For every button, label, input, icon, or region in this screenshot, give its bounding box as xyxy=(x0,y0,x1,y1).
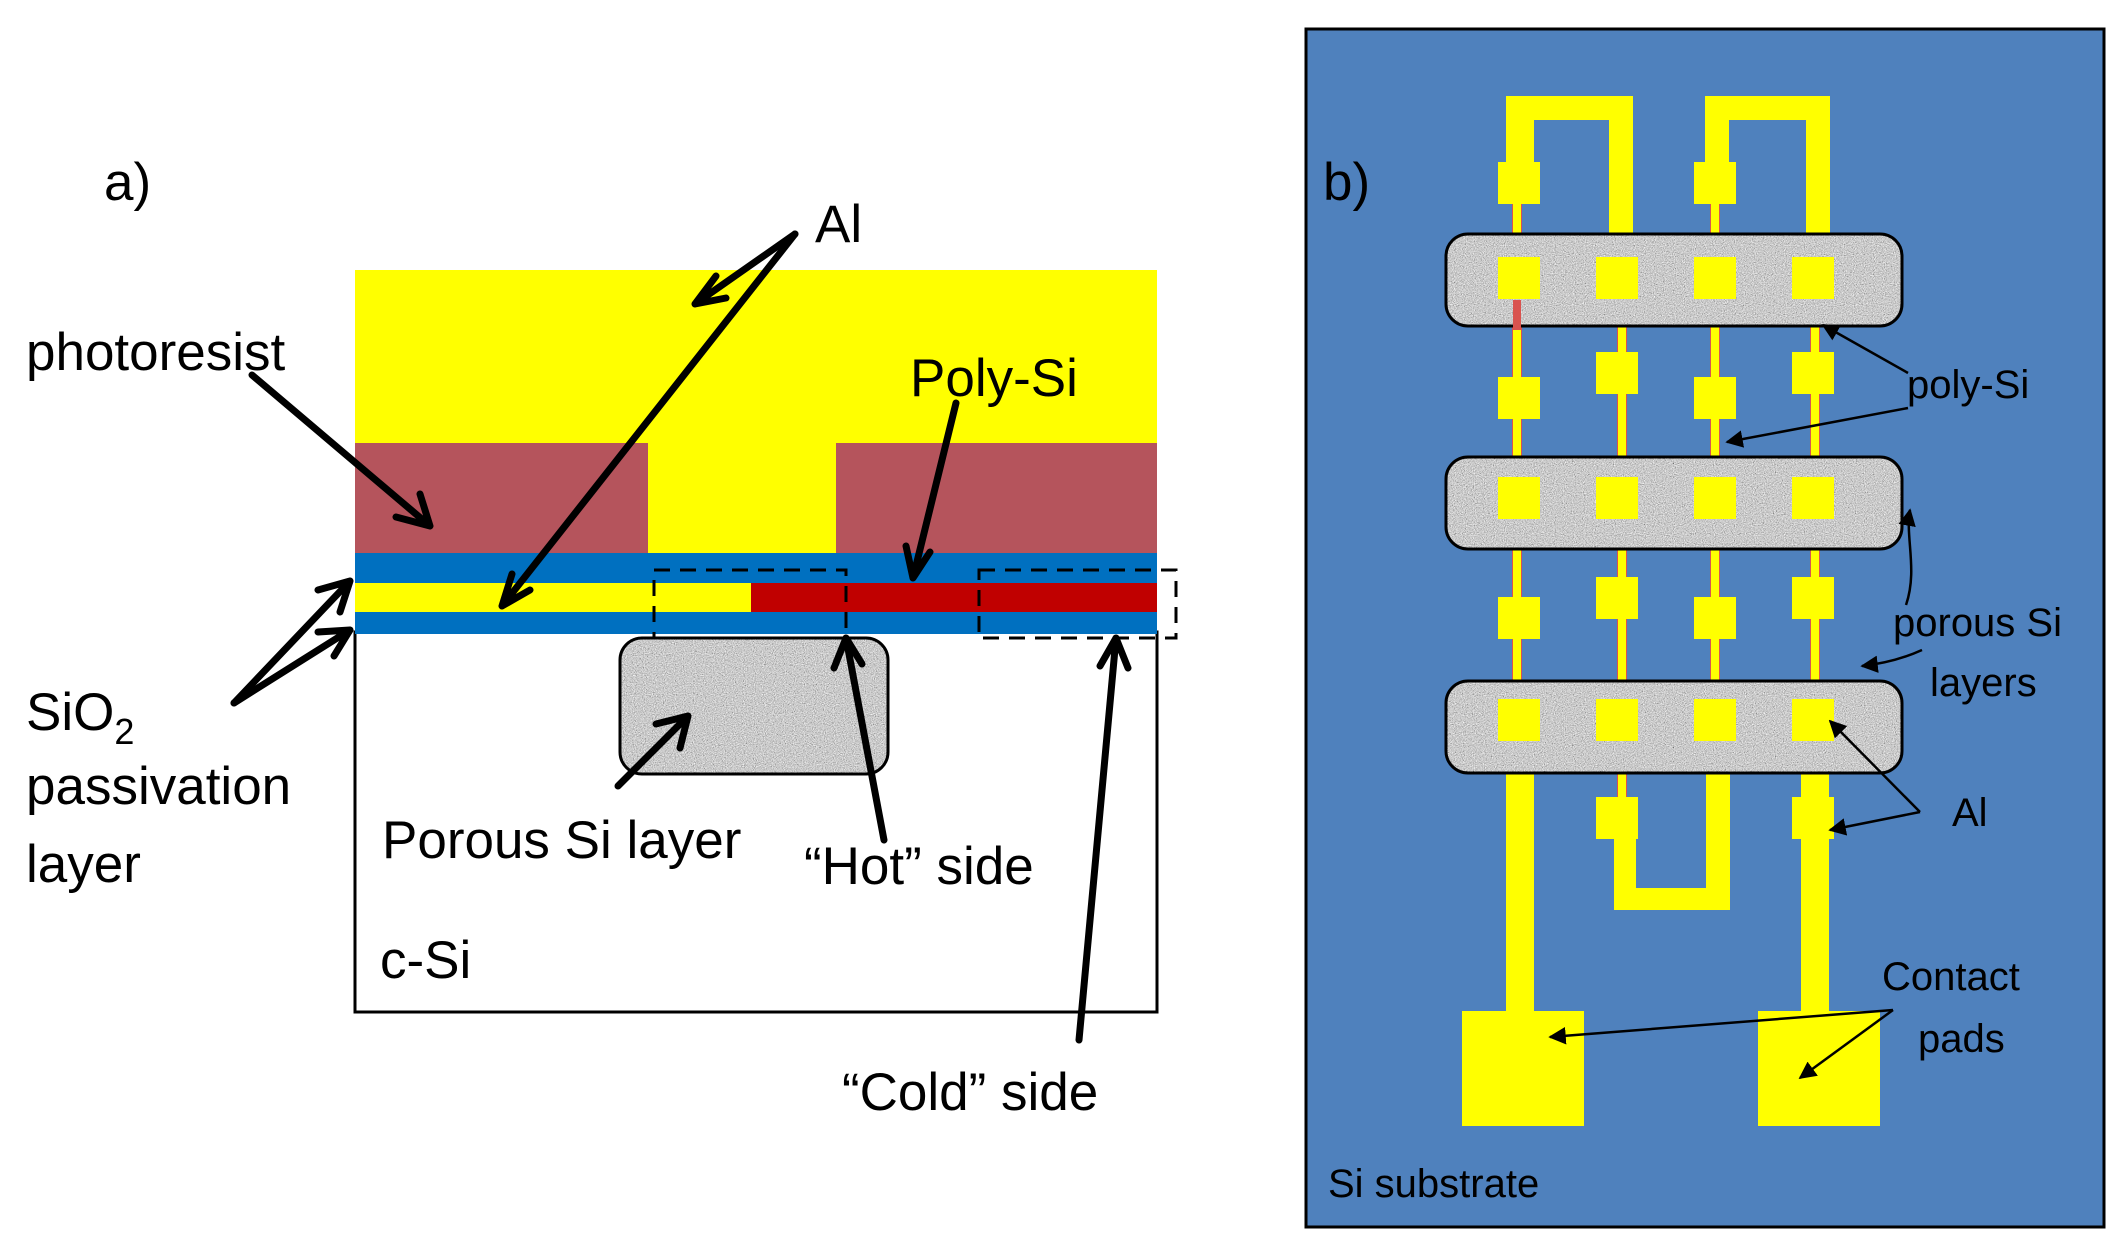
al-contact-square xyxy=(1498,162,1540,204)
cold-side-dashed-box xyxy=(977,568,1178,640)
sio2-arrow-lower xyxy=(230,626,354,707)
poly-si-label-b: poly-Si xyxy=(1907,363,2029,407)
al-contact-square xyxy=(1596,352,1638,394)
panel-a: a) Al photoresist Poly-Si SiO2 passivati… xyxy=(26,153,1178,1122)
al-contact-square xyxy=(1792,699,1834,741)
al-contact-square xyxy=(1498,699,1540,741)
al-contact-square xyxy=(1792,797,1834,839)
al-contact-square xyxy=(1498,377,1540,419)
photoresist-arrow xyxy=(248,371,434,530)
al-u-bottom xyxy=(1614,888,1730,910)
al-contact-square xyxy=(1694,477,1736,519)
al-contact-square xyxy=(1792,257,1834,299)
contact-label-b: Contact xyxy=(1882,955,2020,999)
al-u-left xyxy=(1614,820,1636,910)
al-contacts xyxy=(1498,162,1834,839)
porous-si-arrow xyxy=(614,712,692,790)
al-contact-square xyxy=(1792,577,1834,619)
al-label-b: Al xyxy=(1952,791,1988,835)
al-contact-square xyxy=(1596,577,1638,619)
sio2-arrow-upper xyxy=(230,577,354,707)
al-seg-c2 xyxy=(1618,290,1626,830)
sio2-bottom-layer xyxy=(355,612,1157,634)
si-substrate-label: Si substrate xyxy=(1328,1162,1539,1206)
al-contact-square xyxy=(1694,699,1736,741)
al-arrow-lower xyxy=(498,230,799,610)
al-contact-square xyxy=(1498,257,1540,299)
porous-si-block xyxy=(618,636,890,776)
panel-a-label: a) xyxy=(104,153,151,212)
poly-si-arrow xyxy=(902,399,960,582)
al-contact-square xyxy=(1498,597,1540,639)
porous-si-layer-1 xyxy=(1444,232,1904,328)
layer-label: layer xyxy=(26,835,141,894)
photoresist-right xyxy=(836,443,1157,553)
al-contact-square xyxy=(1694,162,1736,204)
cold-side-label: “Cold” side xyxy=(842,1063,1098,1122)
arrows-panel-b xyxy=(1548,323,1923,1080)
al-contact-square xyxy=(1596,699,1638,741)
al-contact-square xyxy=(1694,377,1736,419)
porous-si-layer-3 xyxy=(1444,679,1904,775)
al-contact-square xyxy=(1596,257,1638,299)
contact-arrow-b1 xyxy=(1548,1008,1894,1045)
al-contact-square xyxy=(1498,477,1540,519)
contact-pad-left xyxy=(1462,1011,1584,1126)
al-arrow-b1 xyxy=(1828,719,1921,813)
poly-si-over-porous xyxy=(1513,300,1521,330)
passivation-label: passivation xyxy=(26,757,291,816)
al-middle-layer xyxy=(355,583,751,612)
poly-over-1 xyxy=(1513,300,1521,330)
sio2-label: SiO2 xyxy=(26,683,134,752)
porous-si-label-b: porous Si xyxy=(1893,601,2062,645)
al-contact-square xyxy=(1596,797,1638,839)
poly-si-label-a: Poly-Si xyxy=(910,349,1078,408)
hot-side-label: “Hot” side xyxy=(804,837,1034,896)
porous-si-layer-label: Porous Si layer xyxy=(382,811,741,870)
al-label-a: Al xyxy=(815,195,862,254)
c-si-label: c-Si xyxy=(380,931,471,990)
al-contact-square xyxy=(1694,257,1736,299)
al-arrow-upper xyxy=(691,230,799,308)
al-contact-square xyxy=(1792,477,1834,519)
sio2-main: SiO xyxy=(26,683,114,742)
hot-side-arrow xyxy=(830,634,888,844)
cold-side-arrow xyxy=(1075,634,1132,1044)
porous-si-layer-2 xyxy=(1444,455,1904,551)
poly-si-layer xyxy=(751,583,1157,612)
contact-arrow-b2 xyxy=(1798,1008,1894,1080)
al-contact-square xyxy=(1596,477,1638,519)
arrows-panel-a xyxy=(230,230,1132,1044)
panel-b: b) poly-Si porous Si layers Al Contact p… xyxy=(1304,27,2106,1229)
poly-si-arrow-b1 xyxy=(1821,323,1909,375)
porous-si-texture xyxy=(620,638,888,774)
porous-si-arrow-b2 xyxy=(1860,648,1923,673)
al-contact-square xyxy=(1694,597,1736,639)
contact-pad-right xyxy=(1758,1011,1880,1126)
layers-label-b: layers xyxy=(1930,661,2037,705)
pads-label-b: pads xyxy=(1918,1017,2005,1061)
sio2-top-layer xyxy=(355,553,1157,583)
photoresist-label: photoresist xyxy=(26,323,286,382)
al-arrow-b2 xyxy=(1828,810,1921,836)
al-seg-c4 xyxy=(1811,290,1819,830)
panel-b-label: b) xyxy=(1323,153,1370,212)
photoresist-left xyxy=(355,443,648,553)
al-trace-left-lower xyxy=(1506,735,1534,1015)
al-contact-square xyxy=(1792,352,1834,394)
sio2-subscript: 2 xyxy=(114,711,134,752)
porous-si-arrow-b1 xyxy=(1898,508,1916,606)
poly-si-arrow-b2 xyxy=(1725,406,1909,448)
